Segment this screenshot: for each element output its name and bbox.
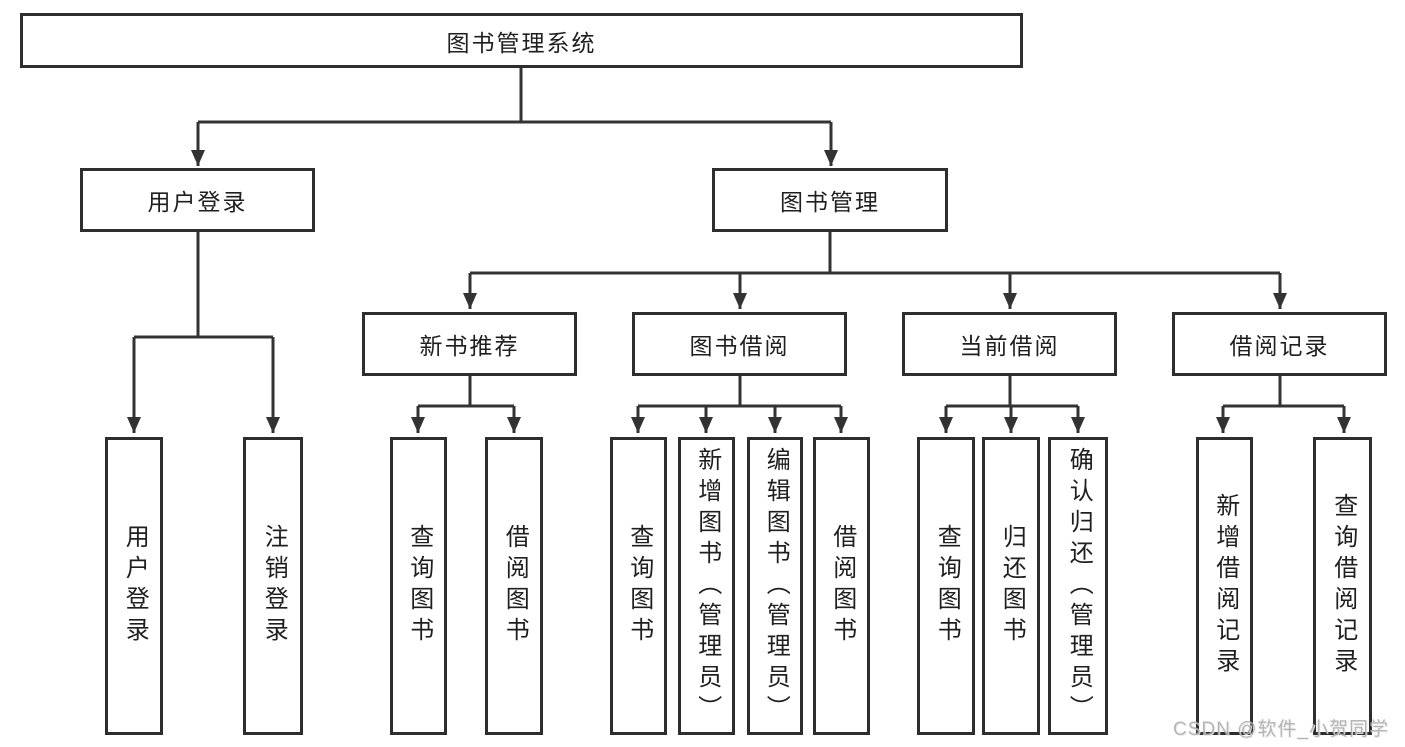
leaf-label: 归还图书: [998, 524, 1026, 648]
leaf-confirm-return-admin: 确认归还（管理员）: [1048, 437, 1108, 735]
leaf-label: 用户登录: [121, 524, 149, 648]
node-borrowing-records: 借阅记录: [1172, 312, 1387, 376]
node-label: 借阅记录: [1229, 333, 1330, 359]
leaf-query-books: 查询图书: [610, 437, 667, 735]
leaf-add-books-admin: 新增图书（管理员）: [678, 437, 735, 735]
leaf-borrow-books: 借阅图书: [485, 437, 543, 735]
leaf-query-borrow-record: 查询借阅记录: [1313, 437, 1372, 735]
node-label: 图书管理: [780, 189, 880, 215]
csdn-watermark: CSDN @软件_小贺同学: [1173, 719, 1389, 740]
leaf-label: 查询图书: [405, 524, 433, 648]
leaf-label: 查询图书: [625, 524, 653, 648]
node-label: 图书管理系统: [446, 29, 597, 56]
leaf-label: 新增借阅记录: [1211, 493, 1239, 679]
node-label: 图书借阅: [689, 333, 790, 359]
node-user-login: 用户登录: [80, 168, 315, 232]
leaf-label: 查询借阅记录: [1329, 493, 1357, 679]
leaf-add-borrow-record: 新增借阅记录: [1196, 437, 1253, 735]
leaf-logout: 注销登录: [243, 437, 303, 735]
leaf-user-login: 用户登录: [105, 437, 163, 735]
node-label: 当前借阅: [959, 333, 1060, 359]
leaf-borrow-books: 借阅图书: [813, 437, 870, 735]
node-book-management: 图书管理: [712, 168, 948, 232]
node-label: 用户登录: [147, 189, 248, 215]
leaf-label: 注销登录: [260, 524, 288, 648]
leaf-edit-books-admin: 编辑图书（管理员）: [747, 437, 803, 735]
leaf-label: 借阅图书: [501, 524, 529, 648]
leaf-label: 借阅图书: [828, 524, 856, 648]
leaf-label: 查询图书: [933, 524, 961, 648]
node-new-book-recommendation: 新书推荐: [362, 312, 577, 376]
leaf-return-books: 归还图书: [982, 437, 1040, 735]
node-current-borrowing: 当前借阅: [902, 312, 1117, 376]
leaf-query-books: 查询图书: [917, 437, 975, 735]
leaf-query-books: 查询图书: [390, 437, 447, 735]
node-library-management-system: 图书管理系统: [20, 13, 1023, 68]
leaf-label: 编辑图书（管理员）: [762, 446, 790, 726]
node-label: 新书推荐: [419, 333, 520, 359]
node-book-borrowing: 图书借阅: [632, 312, 847, 376]
leaf-label: 新增图书（管理员）: [693, 446, 721, 726]
leaf-label: 确认归还（管理员）: [1065, 446, 1093, 726]
